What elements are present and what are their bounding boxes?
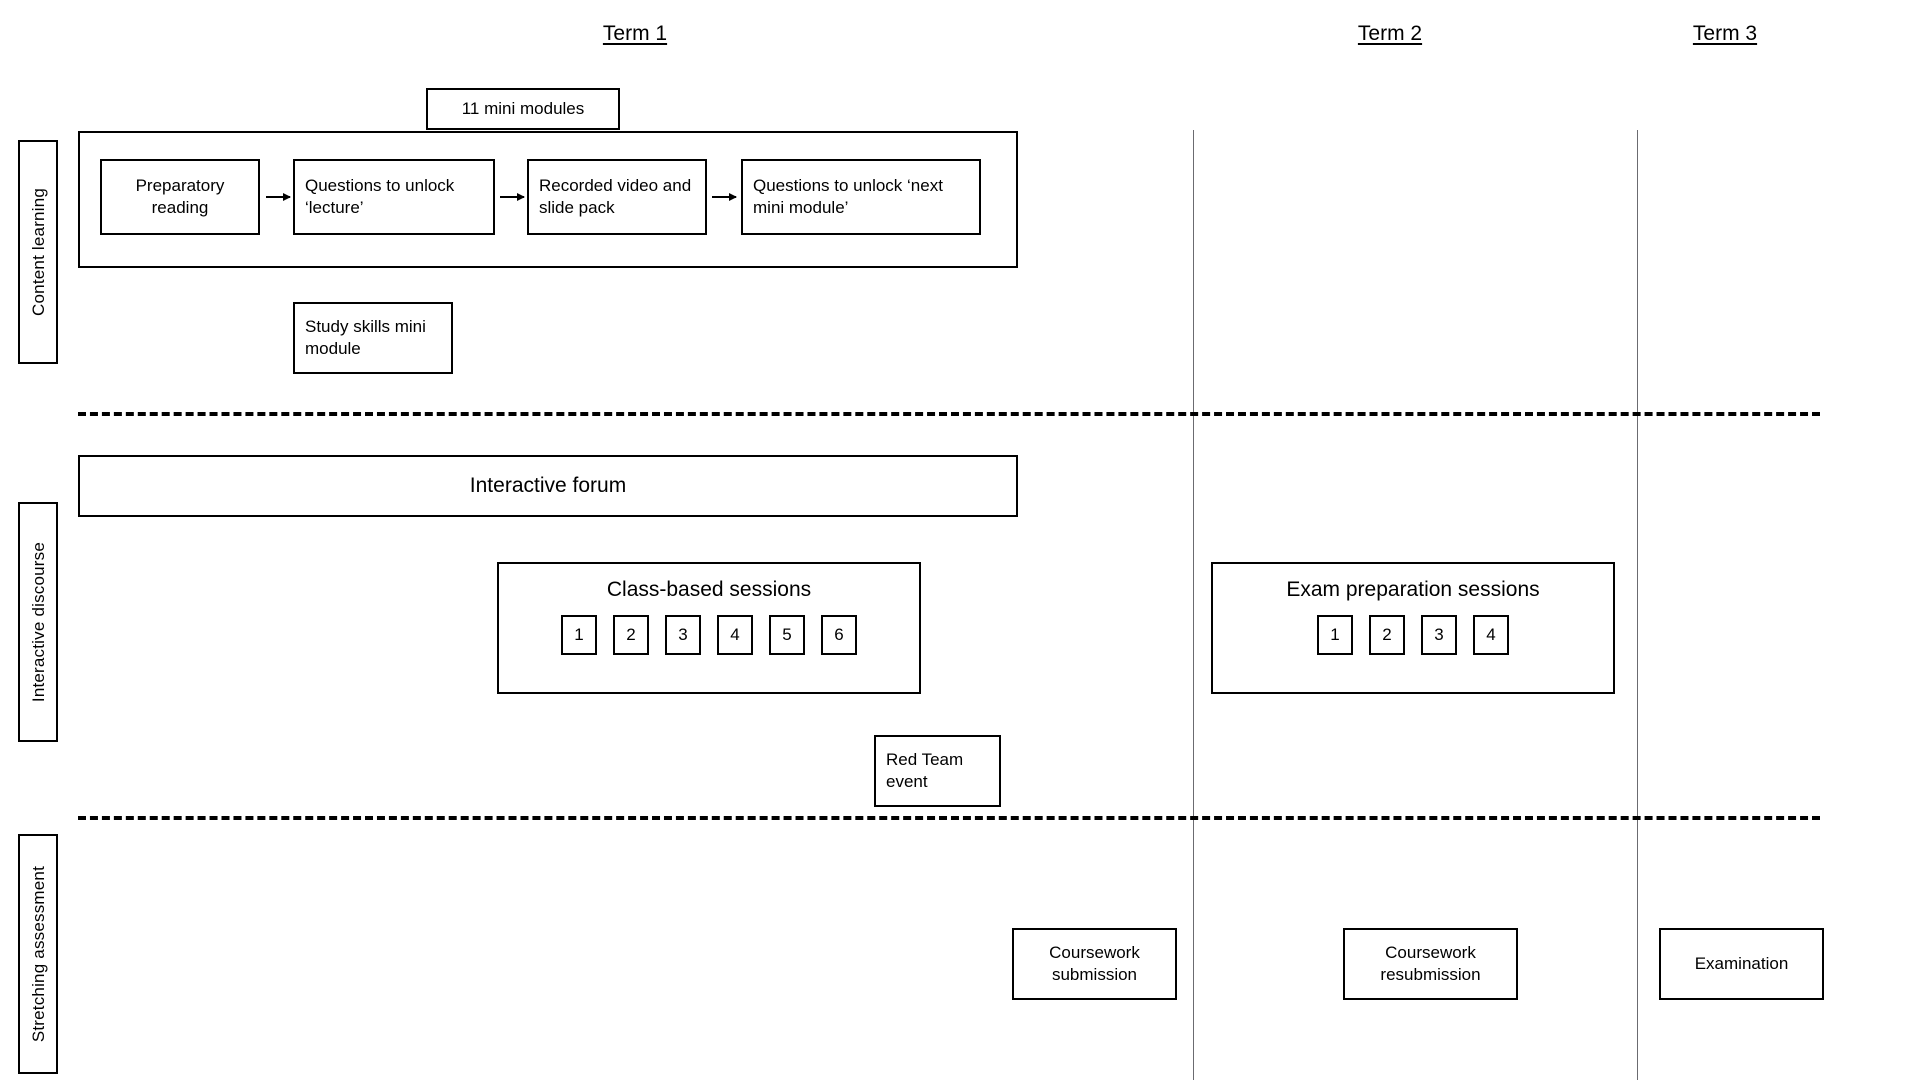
arrow-step-2-to-3: [500, 192, 525, 201]
term-divider-2-3: [1637, 130, 1638, 1080]
term-divider-1-2: [1193, 130, 1194, 1080]
class-based-sessions-group: Class-based sessions 1 2 3 4 5 6: [497, 562, 921, 694]
class-session-chip-2[interactable]: 2: [613, 615, 649, 656]
interactive-forum-label: Interactive forum: [469, 474, 627, 498]
band-label-content-learning: Content learning: [18, 140, 58, 364]
exam-session-chip-2[interactable]: 2: [1369, 615, 1405, 656]
step-recorded-video-slide-pack: Recorded video and slide pack: [527, 159, 707, 235]
exam-session-chip-4[interactable]: 4: [1473, 615, 1509, 656]
term-header-3: Term 3: [1692, 22, 1758, 45]
class-session-chip-3[interactable]: 3: [665, 615, 701, 656]
band-label-interactive-discourse: Interactive discourse: [18, 502, 58, 742]
mini-modules-container: [78, 131, 1018, 268]
class-session-chip-5[interactable]: 5: [769, 615, 805, 656]
study-skills-mini-module-label: Study skills mini module: [305, 316, 426, 358]
term-header-2: Term 2: [1357, 22, 1423, 45]
exam-preparation-sessions-group: Exam preparation sessions 1 2 3 4: [1211, 562, 1615, 694]
class-based-sessions-title: Class-based sessions: [606, 578, 812, 601]
red-team-event-box: Red Team event: [874, 735, 1001, 807]
examination-label: Examination: [1694, 953, 1789, 973]
class-session-chip-4[interactable]: 4: [717, 615, 753, 656]
class-based-sessions-chips: 1 2 3 4 5 6: [561, 615, 857, 656]
class-session-chip-6[interactable]: 6: [821, 615, 857, 656]
step-questions-unlock-lecture-label: Questions to unlock ‘lecture’: [305, 175, 455, 217]
exam-session-chip-3[interactable]: 3: [1421, 615, 1457, 656]
band-label-stretching-assessment: Stretching assessment: [18, 834, 58, 1074]
examination-box: Examination: [1659, 928, 1824, 1000]
band-separator-content-discourse: [78, 412, 1820, 416]
coursework-submission-box: Coursework submission: [1012, 928, 1177, 1000]
exam-preparation-sessions-chips: 1 2 3 4: [1317, 615, 1509, 656]
step-questions-unlock-next-mini-module: Questions to unlock ‘next mini module’: [741, 159, 981, 235]
band-label-stretching-assessment-text: Stretching assessment: [28, 865, 48, 1043]
exam-session-chip-1[interactable]: 1: [1317, 615, 1353, 656]
step-questions-unlock-lecture: Questions to unlock ‘lecture’: [293, 159, 495, 235]
term-header-1: Term 1: [602, 22, 668, 45]
coursework-resubmission-label: Coursework resubmission: [1380, 942, 1481, 984]
study-skills-mini-module-box: Study skills mini module: [293, 302, 453, 374]
coursework-resubmission-box: Coursework resubmission: [1343, 928, 1518, 1000]
red-team-event-label: Red Team event: [886, 749, 964, 791]
arrow-step-3-to-4: [712, 192, 737, 201]
exam-preparation-sessions-title: Exam preparation sessions: [1286, 578, 1540, 601]
band-separator-discourse-assessment: [78, 816, 1820, 820]
mini-modules-label-box: 11 mini modules: [426, 88, 620, 130]
coursework-submission-label: Coursework submission: [1049, 942, 1140, 984]
band-label-interactive-discourse-text: Interactive discourse: [28, 541, 48, 703]
band-label-content-learning-text: Content learning: [28, 188, 48, 316]
step-questions-unlock-next-mini-module-label: Questions to unlock ‘next mini module’: [753, 175, 943, 217]
step-preparatory-reading-label: Preparatory reading: [135, 175, 225, 217]
step-preparatory-reading: Preparatory reading: [100, 159, 260, 235]
arrow-step-1-to-2: [266, 192, 291, 201]
mini-modules-label: 11 mini modules: [461, 98, 585, 118]
step-recorded-video-slide-pack-label: Recorded video and slide pack: [539, 175, 692, 217]
class-session-chip-1[interactable]: 1: [561, 615, 597, 656]
interactive-forum-box: Interactive forum: [78, 455, 1018, 517]
